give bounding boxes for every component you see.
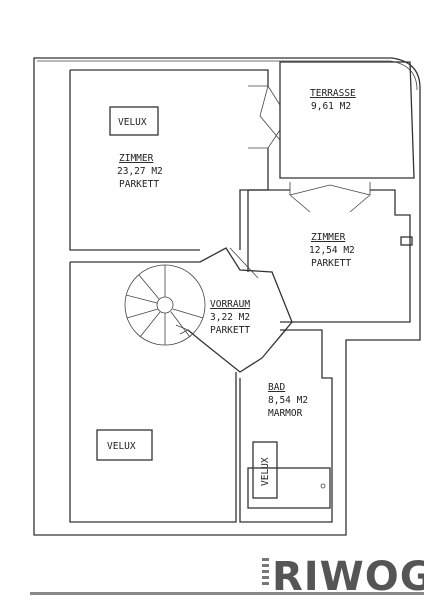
zimmer2-floor: PARKETT: [311, 258, 351, 269]
zimmer2-walls: [247, 189, 411, 323]
zimmer2-outlet: [400, 236, 413, 246]
velux-label-3: VELUX: [260, 457, 271, 486]
bathtub-drain: [320, 483, 326, 489]
velux-box-3: [252, 441, 278, 499]
bad-walls: [239, 329, 333, 523]
lower-room-walls: [69, 261, 237, 523]
terrasse-area: 9,61 M2: [311, 101, 351, 112]
terrasse-walls: [279, 61, 415, 179]
bathtub: [247, 467, 331, 509]
outer-boundary-inner: [37, 60, 418, 91]
outer-boundary: [33, 57, 421, 536]
zimmer1-walls: [69, 69, 269, 251]
bad-name: BAD: [268, 382, 285, 393]
vorraum-area: 3,22 M2: [210, 312, 250, 323]
bad-area: 8,54 M2: [268, 395, 308, 406]
spiral-staircase: [124, 264, 206, 346]
terrasse-door: [248, 85, 281, 149]
terrasse-name: TERRASSE: [310, 88, 356, 99]
zimmer2-name: ZIMMER: [311, 232, 346, 243]
vorraum-name: VORRAUM: [210, 299, 250, 310]
zimmer1-name: ZIMMER: [119, 153, 154, 164]
bad-floor: MARMOR: [268, 408, 303, 419]
vorraum-floor: PARKETT: [210, 325, 250, 336]
zimmer2-door: [289, 182, 371, 213]
velux-label-1: VELUX: [118, 117, 147, 128]
vorraum-door: [229, 247, 287, 359]
velux-box-1: [109, 106, 159, 136]
vorraum-walls: [187, 247, 293, 373]
zimmer1-area: 23,27 M2: [117, 166, 163, 177]
zimmer1-floor: PARKETT: [119, 179, 159, 190]
velux-box-2: [96, 429, 153, 461]
zimmer2-area: 12,54 M2: [309, 245, 355, 256]
bottom-band: [30, 592, 424, 595]
velux-label-2: VELUX: [107, 441, 136, 452]
